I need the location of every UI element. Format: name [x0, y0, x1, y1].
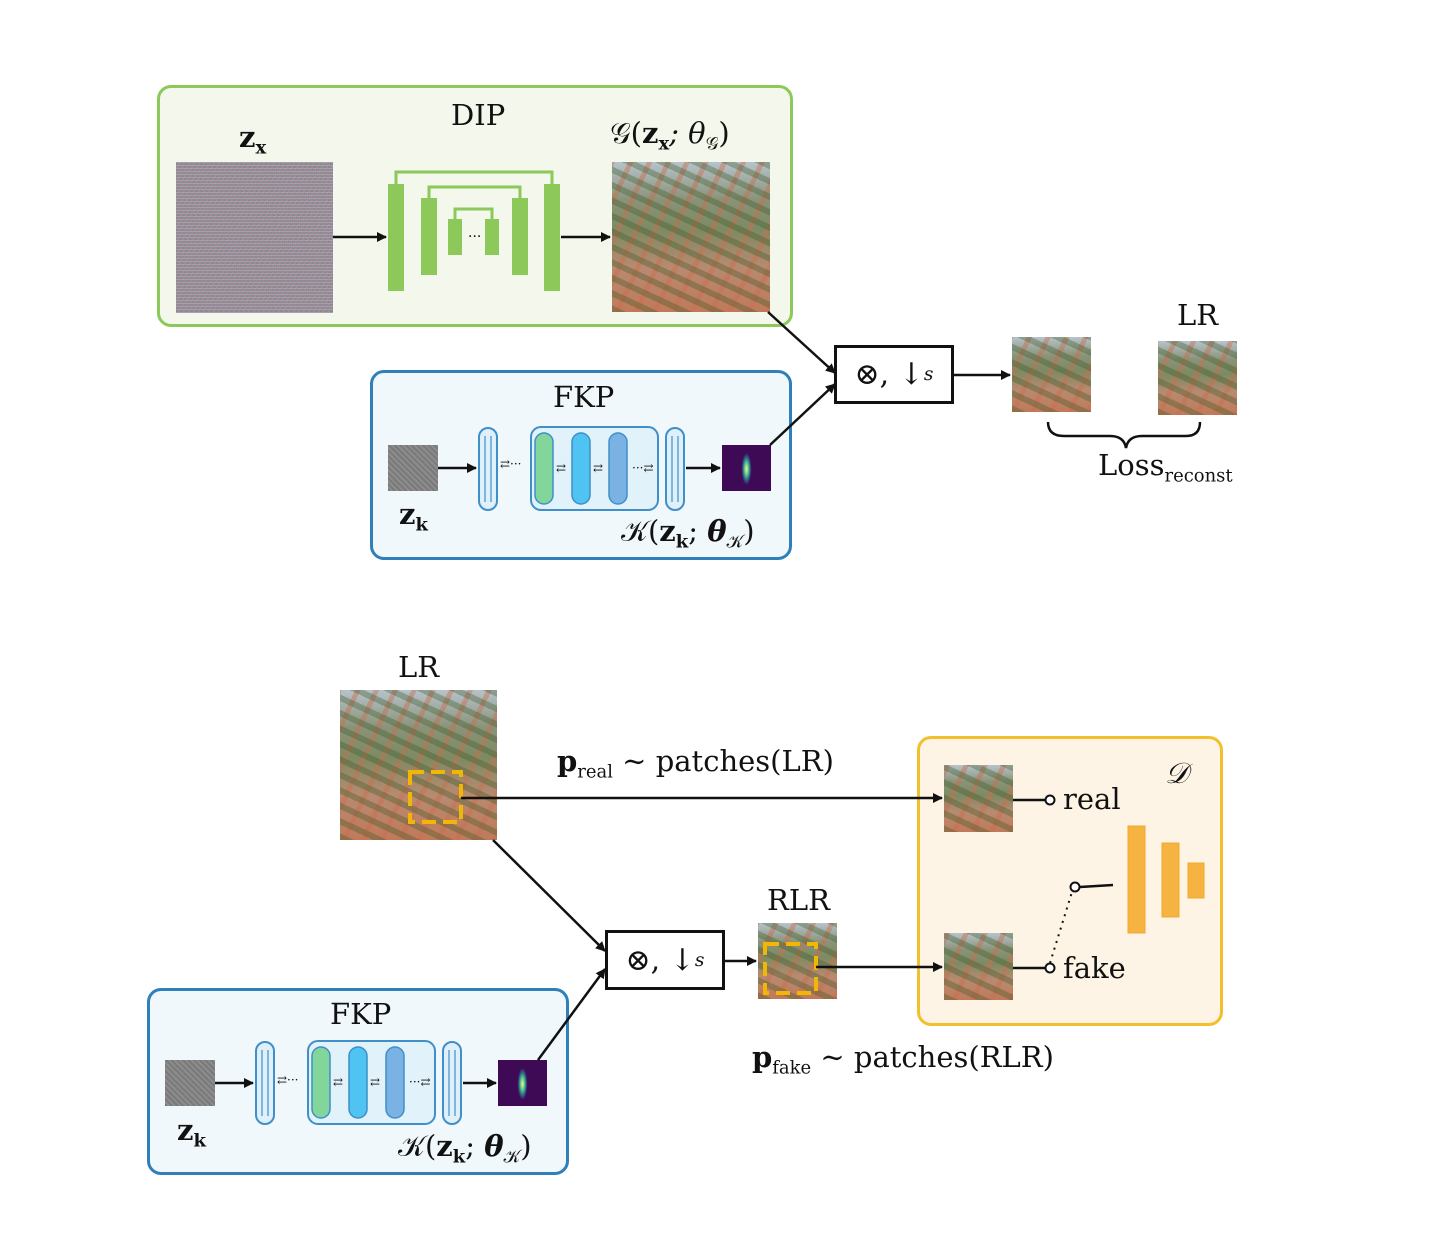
- svg-text:···⇄: ···⇄: [409, 1075, 431, 1089]
- generator-symbol: 𝒢(: [610, 116, 642, 150]
- svg-text:⇄···: ⇄···: [277, 1073, 299, 1087]
- kernel-fn-label-top: 𝒦(zk; θ𝒦): [621, 514, 755, 552]
- generator-z-sub: x: [658, 133, 670, 155]
- discriminator-switch: [1013, 794, 1114, 974]
- fkp-network-bottom: ⇄··· ⇄ ⇄ ···⇄: [215, 1040, 497, 1125]
- kernel-z-sub-bottom: k: [452, 1146, 466, 1168]
- fkp-network-top: ⇄··· ⇄ ⇄ ···⇄: [438, 426, 721, 511]
- zx-symbol: z: [239, 120, 256, 154]
- generator-output-label: 𝒢(zx; θ𝒢): [610, 116, 730, 154]
- zx-label: zx: [239, 120, 266, 158]
- real-label: real: [1063, 782, 1121, 816]
- kernel-image-bottom: [498, 1060, 547, 1106]
- discriminator-network-icon: [1127, 825, 1205, 934]
- kernel-z-bottom: z: [436, 1129, 453, 1163]
- kernel-z-sub-top: k: [675, 531, 689, 553]
- zk-input-image-top: [388, 445, 438, 491]
- zk-label-bottom: zk: [177, 1113, 206, 1151]
- loss-sub: reconst: [1164, 465, 1233, 487]
- kernel-z-top: z: [659, 514, 676, 548]
- rlr-image: [758, 923, 837, 999]
- p-fake-symbol: p: [752, 1040, 773, 1074]
- p-fake-rest: ∼ patches(RLR): [811, 1040, 1054, 1074]
- zk-sub-top: k: [415, 514, 428, 536]
- patch-box-lr: [408, 770, 463, 824]
- p-real-symbol: p: [557, 744, 578, 778]
- lr-image-bottom: [340, 690, 497, 840]
- noise-input-image: [176, 162, 333, 313]
- generator-z: z: [641, 116, 659, 150]
- generator-theta-sub: 𝒢: [705, 133, 719, 155]
- fake-patch-image: [944, 933, 1013, 1000]
- svg-text:⇄···: ⇄···: [500, 457, 522, 471]
- arrow-kernel-to-op: [769, 383, 836, 446]
- rlr-label: RLR: [767, 883, 830, 917]
- dip-title: DIP: [451, 98, 506, 132]
- svg-text:⇄: ⇄: [370, 1075, 380, 1089]
- conv-downsample-op-top: ⊗, ↓s: [834, 345, 954, 404]
- svg-text:···: ···: [468, 229, 481, 245]
- loss-reconst-label: Lossreconst: [1098, 448, 1233, 486]
- lr-image-top: [1158, 341, 1237, 415]
- p-real-rest: ∼ patches(LR): [612, 744, 834, 778]
- patch-box-rlr: [763, 942, 818, 995]
- kernel-theta-bottom: θ: [484, 1129, 504, 1163]
- svg-text:···⇄: ···⇄: [632, 461, 654, 475]
- discriminator-label: 𝒟: [1165, 756, 1189, 790]
- p-real-label: preal ∼ patches(LR): [557, 744, 834, 782]
- generator-close: ): [718, 116, 730, 150]
- op-sub-top: s: [923, 364, 934, 385]
- zx-subscript: x: [255, 137, 267, 159]
- generator-theta: ; θ: [669, 116, 706, 150]
- p-real-sub: real: [577, 761, 613, 783]
- fkp-title-top: FKP: [553, 380, 615, 414]
- op-text-top: ⊗, ↓: [854, 357, 924, 392]
- zk-symbol-top: z: [399, 497, 416, 531]
- kernel-sep-top: ;: [688, 514, 708, 548]
- zk-input-image-bottom: [165, 1060, 215, 1106]
- svg-text:⇄: ⇄: [556, 461, 566, 475]
- generated-hr-image: [612, 162, 770, 312]
- real-patch-image: [944, 765, 1013, 832]
- loss-text: Loss: [1098, 448, 1165, 482]
- kernel-fn-label-bottom: 𝒦(zk; θ𝒦): [398, 1129, 532, 1167]
- kernel-image-top: [722, 445, 771, 491]
- kernel-close-bottom: ): [520, 1129, 532, 1163]
- zk-symbol-bottom: z: [177, 1113, 194, 1147]
- fake-label: fake: [1063, 951, 1126, 985]
- zk-sub-bottom: k: [193, 1130, 206, 1152]
- conv-downsample-op-bottom: ⊗, ↓s: [605, 930, 725, 990]
- kernel-symbol-bottom: 𝒦(: [398, 1129, 437, 1163]
- lr-label-top: LR: [1177, 298, 1219, 332]
- p-fake-label: pfake ∼ patches(RLR): [752, 1040, 1054, 1078]
- svg-text:⇄: ⇄: [593, 461, 603, 475]
- kernel-theta-sub-bottom: 𝒦: [503, 1146, 521, 1168]
- arrow-lr-to-op: [492, 839, 606, 952]
- arrow-kernel-to-op-bottom: [536, 968, 607, 1061]
- loss-brace: [1046, 421, 1202, 449]
- kernel-close-top: ): [743, 514, 755, 548]
- lr-label-bottom: LR: [398, 650, 440, 684]
- reconstructed-lr-image: [1012, 337, 1091, 412]
- arrow-output-to-op: [767, 311, 836, 374]
- op-sub-bottom: s: [694, 949, 705, 971]
- svg-text:⇄: ⇄: [333, 1075, 343, 1089]
- kernel-theta-top: θ: [707, 514, 727, 548]
- kernel-sep-bottom: ;: [465, 1129, 485, 1163]
- kernel-symbol-top: 𝒦(: [621, 514, 660, 548]
- fkp-title-bottom: FKP: [330, 997, 392, 1031]
- kernel-theta-sub-top: 𝒦: [726, 531, 744, 553]
- p-fake-sub: fake: [772, 1057, 812, 1079]
- unet-icon: ···: [388, 170, 560, 291]
- op-text-bottom: ⊗, ↓: [625, 942, 695, 978]
- zk-label-top: zk: [399, 497, 428, 535]
